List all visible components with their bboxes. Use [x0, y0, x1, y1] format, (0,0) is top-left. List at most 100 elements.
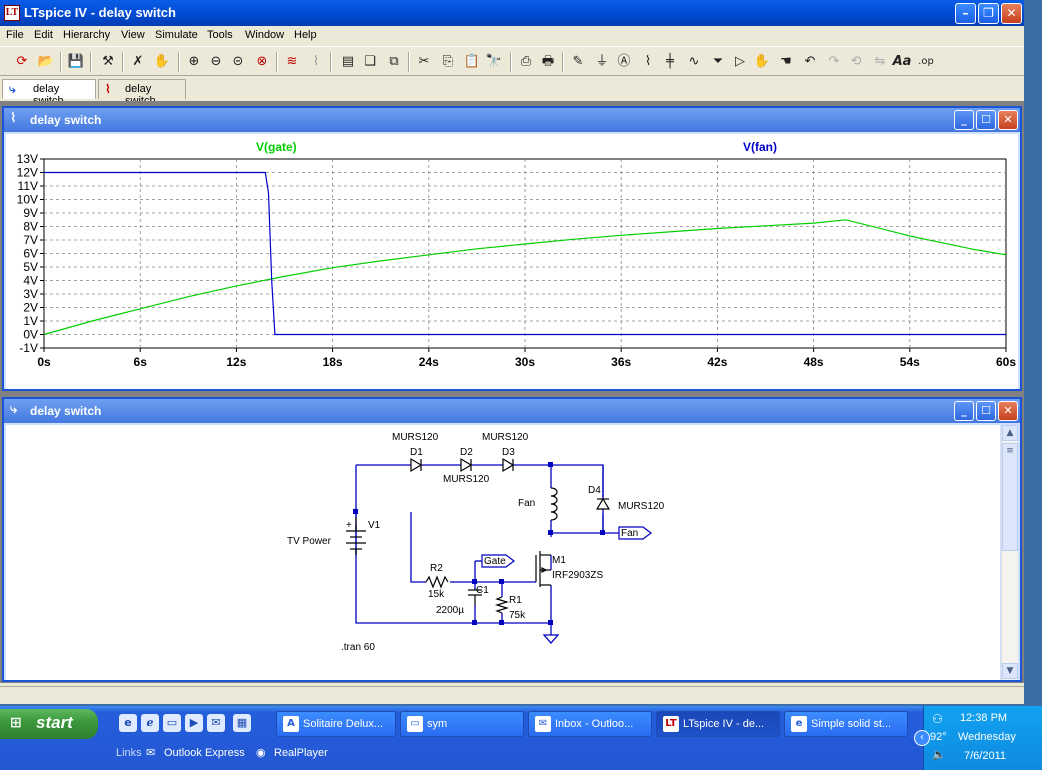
scroll-down-button[interactable]: ▼ — [1002, 663, 1018, 679]
redo-icon[interactable]: ↷ — [828, 54, 840, 69]
undo-icon[interactable]: ↶ — [804, 54, 816, 69]
label-net-icon[interactable]: Ⓐ — [617, 54, 631, 69]
schematic-drawing[interactable]: MURS120 D1 D2 MURS120 MURS120 D3 D4 MURS… — [6, 425, 1000, 680]
link-realplayer[interactable]: RealPlayer — [274, 747, 328, 759]
media-quicklaunch-icon[interactable]: ▶ — [185, 714, 203, 732]
minimize-button[interactable]: – — [955, 3, 976, 24]
tab-schematic[interactable]: ⤷ delay switch — [2, 79, 96, 107]
realplayer-icon[interactable]: ◉ — [256, 747, 266, 759]
print-icon[interactable]: 🖶 — [541, 54, 555, 69]
schematic-canvas[interactable]: MURS120 D1 D2 MURS120 MURS120 D3 D4 MURS… — [6, 425, 1000, 680]
menu-window[interactable]: Window — [245, 29, 285, 41]
link-outlook-express[interactable]: Outlook Express — [164, 747, 245, 759]
find-icon[interactable]: 🔭 — [485, 54, 503, 69]
waveform-maximize-button[interactable]: ☐ — [976, 110, 996, 130]
y-tick-label: 3V — [23, 287, 38, 301]
print-preview-icon[interactable]: ⎙ — [520, 54, 532, 69]
d1-model-label: MURS120 — [392, 432, 439, 443]
expand-tray-icon[interactable]: ‹ — [914, 730, 930, 746]
tile-icon[interactable]: ▤ — [341, 54, 355, 69]
autorange-icon[interactable]: ≋ — [286, 54, 298, 69]
outlook-icon: ✉ — [535, 716, 551, 732]
paint-quicklaunch-icon[interactable]: ▦ — [233, 714, 251, 732]
trace-label: V(fan) — [743, 140, 777, 154]
move-icon[interactable]: ✋ — [753, 54, 771, 69]
y-tick-label: 1V — [23, 314, 38, 328]
cancel-zoom-icon[interactable]: ⊗ — [256, 54, 268, 69]
ltspice-window: LT LTspice IV - delay switch – ❐ ✕ File … — [0, 0, 1024, 704]
waveform-icon[interactable]: ⌇ — [312, 54, 320, 69]
diode-icon[interactable]: ⏷ — [712, 54, 724, 69]
capacitor-icon[interactable]: ╪ — [666, 54, 674, 69]
tab-waveform[interactable]: ⌇ delay switch — [98, 79, 186, 107]
c1-value-label: 2200µ — [436, 605, 464, 616]
volume-icon[interactable]: 🔈 — [932, 749, 946, 761]
network-icon[interactable]: ⚇ — [932, 712, 943, 726]
paste-icon[interactable]: 📋 — [463, 54, 481, 69]
start-button[interactable]: ⊞ start — [0, 709, 98, 739]
waveform-close-button[interactable]: ✕ — [998, 110, 1018, 130]
taskbar-button-label: Inbox - Outloo... — [555, 718, 634, 730]
schematic-window-title-bar[interactable]: ⤷ delay switch _ ☐ ✕ — [4, 399, 1020, 423]
x-tick-label: 42s — [707, 355, 727, 369]
menu-file[interactable]: File — [6, 29, 24, 41]
menu-tools[interactable]: Tools — [207, 29, 233, 41]
menu-hierarchy[interactable]: Hierarchy — [63, 29, 111, 41]
text-icon[interactable]: Aa — [892, 54, 912, 69]
pan-icon[interactable]: ✋ — [153, 54, 171, 69]
ground-icon[interactable]: ⏚ — [595, 54, 609, 69]
schematic-maximize-button[interactable]: ☐ — [976, 401, 996, 421]
weather-temp[interactable]: 92° — [930, 731, 947, 743]
schematic-close-button[interactable]: ✕ — [998, 401, 1018, 421]
taskbar-outlook[interactable]: ✉ Inbox - Outloo... — [528, 711, 652, 737]
r2-label: R2 — [430, 563, 443, 574]
close-all-icon[interactable]: ⧉ — [389, 54, 399, 69]
open-icon[interactable]: 📂 — [37, 54, 55, 69]
vertical-scrollbar[interactable]: ▲ ≡ ▼ — [1001, 425, 1018, 680]
halt-icon[interactable]: ✗ — [132, 54, 144, 69]
copy-icon[interactable]: ⎘ — [442, 54, 454, 69]
zoom-out-icon[interactable]: ⊖ — [210, 54, 222, 69]
rotate-icon[interactable]: ⟲ — [850, 54, 862, 69]
folder-quicklaunch-icon[interactable]: ▭ — [163, 714, 181, 732]
spice-directive[interactable]: .tran 60 — [341, 642, 375, 653]
clock-date: 7/6/2011 — [964, 750, 1007, 762]
spice-directive-icon[interactable]: .op — [918, 56, 934, 67]
cut-icon[interactable]: ✂ — [418, 54, 430, 69]
ie-alt-quicklaunch-icon[interactable]: ℯ — [141, 714, 159, 732]
waveform-window-title-bar[interactable]: ⌇ delay switch _ ☐ ✕ — [4, 108, 1020, 132]
menu-edit[interactable]: Edit — [34, 29, 53, 41]
clock-time[interactable]: 12:38 PM — [960, 712, 1008, 724]
taskbar-sym[interactable]: ▭sym — [400, 711, 524, 737]
drag-icon[interactable]: ☚ — [780, 54, 792, 69]
outlook-quicklaunch-icon[interactable]: ✉ — [207, 714, 225, 732]
title-bar[interactable]: LT LTspice IV - delay switch – ❐ ✕ — [0, 0, 1024, 26]
menu-help[interactable]: Help — [294, 29, 317, 41]
restore-button[interactable]: ❐ — [978, 3, 999, 24]
close-button[interactable]: ✕ — [1001, 3, 1022, 24]
menu-simulate[interactable]: Simulate — [155, 29, 198, 41]
run-icon[interactable]: ⟳ — [16, 54, 28, 69]
zoom-fit-icon[interactable]: ⊝ — [232, 54, 244, 69]
mirror-icon[interactable]: ⇋ — [874, 54, 886, 69]
ie-quicklaunch-icon[interactable]: e — [119, 714, 137, 732]
save-icon[interactable]: 💾 — [67, 54, 85, 69]
waveform-minimize-button[interactable]: _ — [954, 110, 974, 130]
schematic-minimize-button[interactable]: _ — [954, 401, 974, 421]
menu-view[interactable]: View — [121, 29, 145, 41]
scroll-up-button[interactable]: ▲ — [1002, 425, 1018, 441]
resistor-icon[interactable]: ⌇ — [644, 54, 652, 69]
inductor-icon[interactable]: ∿ — [688, 54, 700, 69]
cascade-icon[interactable]: ❏ — [364, 54, 376, 69]
component-icon[interactable]: ▷ — [735, 54, 745, 69]
control-panel-icon[interactable]: ⚒ — [102, 54, 114, 69]
zoom-in-icon[interactable]: ⊕ — [188, 54, 200, 69]
draw-wire-icon[interactable]: ✎ — [572, 54, 584, 69]
outlook-express-icon[interactable]: ✉ — [146, 747, 156, 759]
scroll-thumb[interactable]: ≡ — [1002, 443, 1018, 551]
